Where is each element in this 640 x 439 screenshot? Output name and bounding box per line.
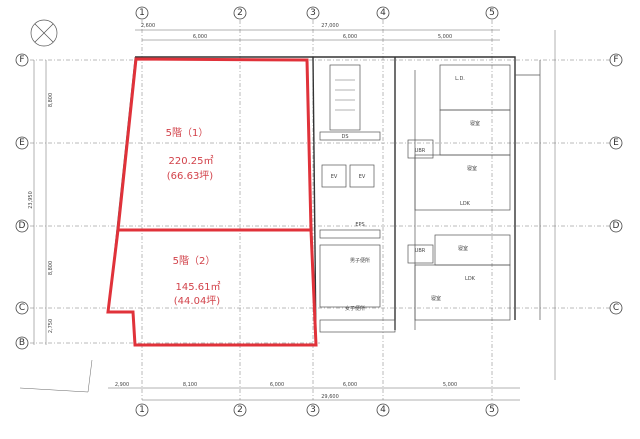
building-walls [107,56,541,346]
unit-2-outline[interactable] [106,228,318,347]
dim-bottom-4: 5,000 [443,382,457,388]
unit-1-area-m2: 220.25㎡ [169,155,214,167]
room-label: 寝室 [467,165,477,172]
axis-5: 5 [489,8,495,18]
axis-D: D [19,221,26,231]
dim-top-4: 5,000 [438,34,452,40]
room-label: UBR [415,248,426,254]
room-label: LDK [460,201,471,207]
dim-top-2: 6,000 [193,34,207,40]
dim-top-3: 6,000 [343,34,357,40]
dim-bottom-0: 2,900 [115,382,129,388]
room-label: EPS [355,222,364,228]
dim-left-0: 8,800 [48,93,54,107]
room-label: LDK [465,276,476,282]
axis-3-bottom: 3 [310,405,316,415]
axis-D-right: D [613,221,620,231]
room-label: 寝室 [470,120,480,127]
room-label: UBR [415,148,426,154]
axis-5-bottom: 5 [489,405,495,415]
unit-1-area-tsubo: (66.63坪) [167,169,214,182]
room-label: 男子便所 [350,257,370,264]
axis-C-right: C [613,303,619,313]
unit-2-name: 5階（2） [173,255,216,267]
axis-F-right: F [613,55,618,65]
dim-top-1: 27,000 [321,23,339,29]
dimension-lines [19,29,556,401]
room-label: EV [359,174,366,180]
dim-left-3: 2,750 [48,319,54,333]
unit-2-area-m2: 145.61㎡ [176,281,221,293]
room-label: 寝室 [458,245,468,252]
dim-top-0: 2,600 [141,23,155,29]
axis-4-bottom: 4 [380,405,386,415]
axis-F: F [19,55,24,65]
axis-1: 1 [139,8,145,18]
dim-bottom-1: 8,100 [183,382,197,388]
axis-2-bottom: 2 [237,405,243,415]
axis-2: 2 [237,8,243,18]
axis-E: E [19,138,25,148]
unit-2-area-tsubo: (44.04坪) [174,294,221,307]
room-label: DS [341,134,348,140]
room-label: 女子便所 [345,305,365,312]
axis-1-bottom: 1 [139,405,145,415]
grid-axis-labels: 1 2 3 4 5 1 2 3 4 5 F E D C B F E D C [15,6,623,417]
unit-1-outline[interactable] [116,57,313,232]
unit-1-name: 5階（1） [166,127,209,139]
dim-left-2: 8,800 [48,261,54,275]
dim-bottom-2: 6,000 [270,382,284,388]
axis-3: 3 [310,8,316,18]
dim-bottom-3: 6,000 [343,382,357,388]
room-label: EV [331,174,338,180]
room-label: L.D. [455,76,465,82]
axis-C: C [19,303,25,313]
axis-4: 4 [380,8,386,18]
dim-left-1: 23,950 [28,191,34,209]
north-compass-icon [30,19,58,47]
dim-bottom-5: 29,600 [321,394,339,400]
room-label: 寝室 [431,295,441,302]
axis-B: B [19,338,25,348]
grid-lines [30,20,610,400]
axis-E-right: E [613,138,619,148]
